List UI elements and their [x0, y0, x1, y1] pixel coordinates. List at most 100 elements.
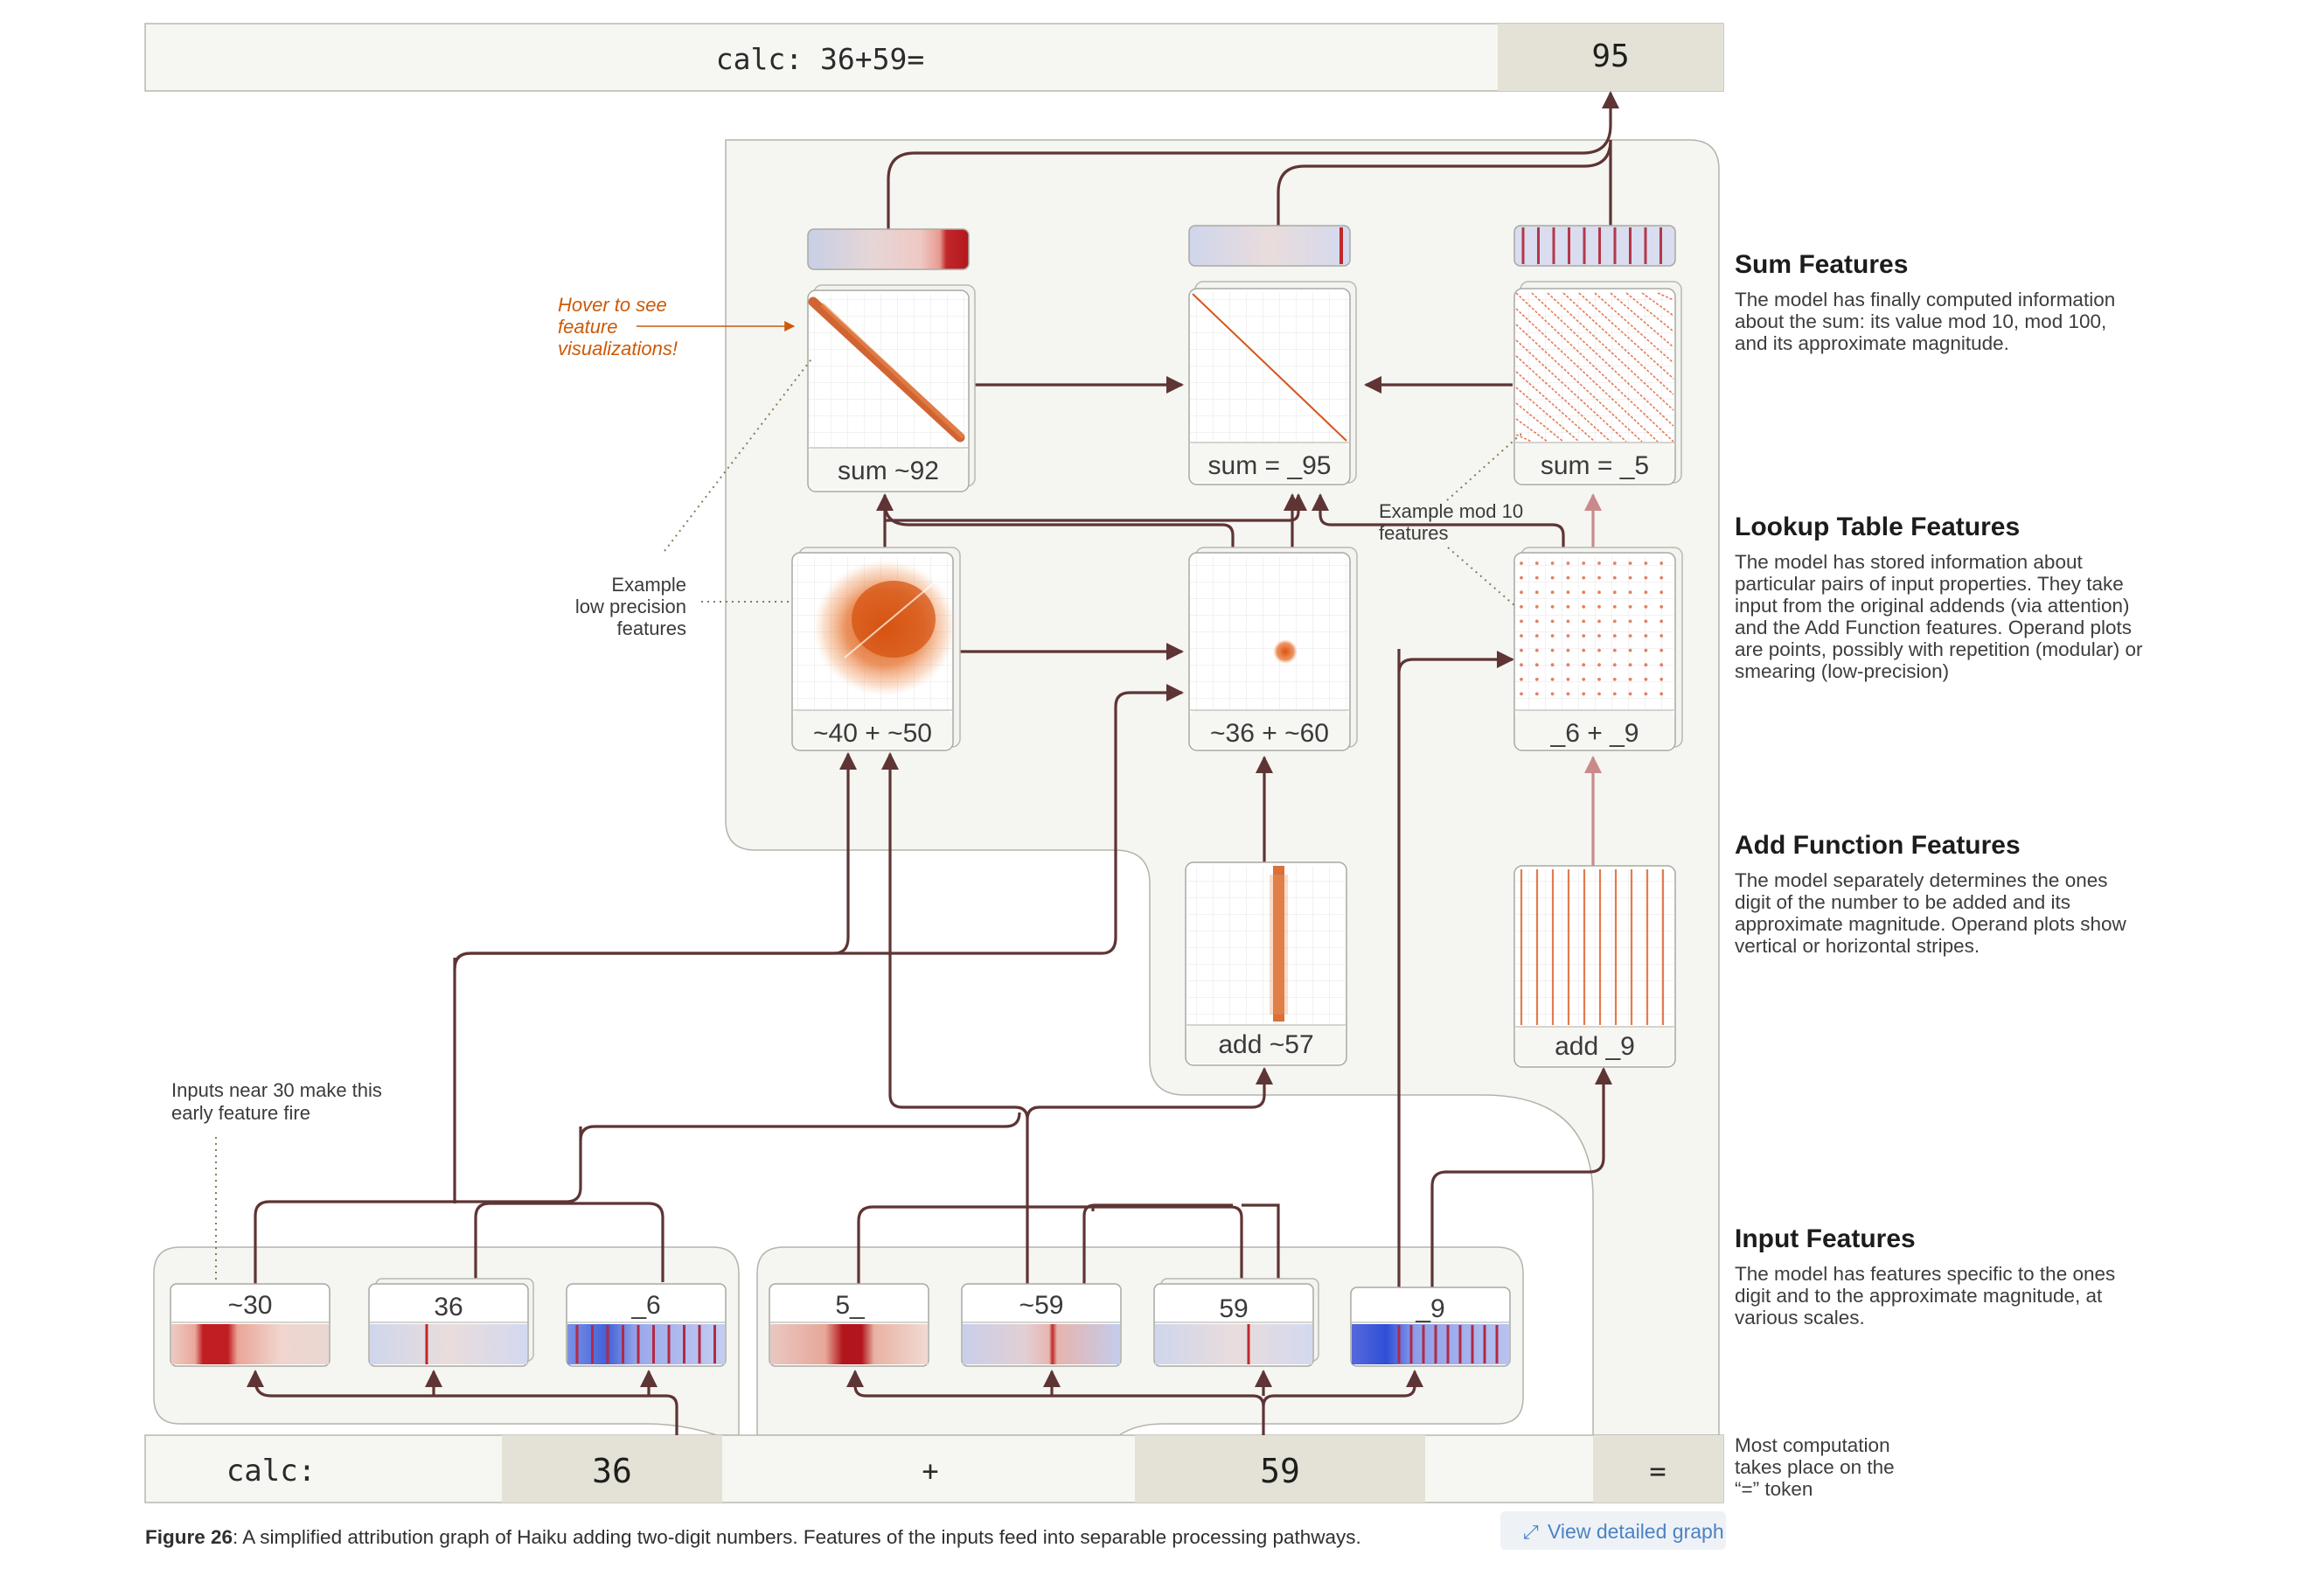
input-feature-approx30[interactable]: ~30: [170, 1283, 331, 1367]
svg-text:feature: feature: [558, 316, 618, 338]
sum-exact-label: sum = _95: [1208, 451, 1332, 480]
lattice-dot: [1550, 677, 1555, 681]
lattice-dot: [1628, 634, 1632, 638]
low-precision-note: Example low precision features: [575, 574, 686, 639]
input-59-label: 59: [1219, 1294, 1248, 1323]
feature-lookup-mod[interactable]: _6 + _9: [1513, 547, 1683, 751]
lattice-dot: [1534, 663, 1539, 667]
lattice-dot: [1597, 575, 1601, 580]
svg-text:vertical or horizontal stripes: vertical or horizontal stripes.: [1735, 935, 1980, 957]
lattice-dot: [1612, 648, 1617, 652]
svg-text:about the sum: its value mod 1: about the sum: its value mod 10, mod 100…: [1735, 310, 2106, 332]
lattice-dot: [1660, 692, 1664, 696]
edges: [247, 91, 1619, 1435]
svg-text:features: features: [1379, 522, 1449, 544]
section-lookup-features: Lookup Table Features The model has stor…: [1735, 513, 2143, 682]
svg-text:Most computation: Most computation: [1735, 1434, 1890, 1456]
feature-add-mod[interactable]: add _9: [1513, 865, 1676, 1068]
feature-add-approx[interactable]: add ~57: [1185, 861, 1347, 1066]
lattice-dot: [1534, 590, 1539, 595]
mod10-note: Example mod 10 features: [1379, 500, 1523, 544]
lattice-dot: [1582, 677, 1586, 681]
svg-text:“=” token: “=” token: [1735, 1478, 1813, 1500]
lattice-dot: [1582, 648, 1586, 652]
input-feature-ones6[interactable]: _6: [566, 1283, 727, 1367]
lattice-dot: [1597, 692, 1601, 696]
svg-text:and the Add Function features.: and the Add Function features. Operand p…: [1735, 617, 2132, 638]
diagonal-line: [1610, 292, 1674, 348]
svg-text:The model has finally computed: The model has finally computed informati…: [1735, 289, 2115, 310]
lattice-dot: [1534, 575, 1539, 580]
lattice-dot: [1582, 634, 1586, 638]
feature-sum-mod10[interactable]: sum = _5: [1513, 225, 1682, 485]
lattice-dot: [1597, 619, 1601, 624]
mod10-stripes: [1521, 227, 1662, 264]
lattice-dot: [1566, 634, 1570, 638]
lattice-dot: [1566, 561, 1570, 565]
input-tens5-label: 5_: [835, 1291, 866, 1320]
lattice-dot: [1582, 575, 1586, 580]
lattice-dot: [1612, 692, 1617, 696]
lattice-dot: [1612, 575, 1617, 580]
addend-token-panel: [756, 1246, 1524, 1436]
lattice-dot: [1520, 590, 1523, 595]
svg-text:smearing (low-precision): smearing (low-precision): [1735, 660, 1949, 682]
lattice-dot: [1644, 663, 1648, 667]
diagonal-line: [1515, 418, 1548, 443]
figure-caption: Figure 26: A simplified attribution grap…: [145, 1526, 1361, 1548]
lattice-dot: [1660, 677, 1664, 681]
lattice-dot: [1612, 634, 1617, 638]
diagonal-line: [1562, 292, 1674, 395]
lattice-dot: [1566, 575, 1570, 580]
input-feature-tens5[interactable]: 5_: [769, 1283, 929, 1367]
lattice-dot: [1566, 663, 1570, 667]
lattice-dot: [1534, 677, 1539, 681]
diagonal-line: [1515, 292, 1674, 443]
diagonal-line: [1515, 324, 1643, 443]
feature-lookup-low[interactable]: ~40 + ~50: [791, 547, 961, 751]
mod-dot-lattice: [1520, 561, 1664, 696]
svg-text:digit of the number to be adde: digit of the number to be added and its: [1735, 891, 2070, 913]
token-59: 59: [1260, 1452, 1300, 1490]
lattice-dot: [1644, 590, 1648, 595]
view-detailed-graph-label: View detailed graph: [1548, 1520, 1724, 1543]
lattice-dot: [1644, 692, 1648, 696]
lattice-dot: [1534, 692, 1539, 696]
svg-text:visualizations!: visualizations!: [558, 338, 678, 359]
lattice-dot: [1566, 648, 1570, 652]
diagonal-line: [1515, 402, 1564, 443]
lattice-dot: [1520, 648, 1523, 652]
input-feature-59[interactable]: 59: [1153, 1278, 1319, 1367]
lattice-dot: [1582, 619, 1586, 624]
lattice-dot: [1612, 677, 1617, 681]
section-input-features: Input Features The model has features sp…: [1735, 1224, 2115, 1328]
lattice-dot: [1534, 561, 1539, 565]
diagonal-line: [1515, 434, 1533, 443]
lattice-dot: [1628, 604, 1632, 609]
diagonal-line: [1625, 292, 1674, 332]
figure-caption-text: : A simplified attribution graph of Haik…: [233, 1526, 1361, 1548]
lattice-dot: [1597, 634, 1601, 638]
view-detailed-graph-link[interactable]: ⤢ View detailed graph: [1500, 1511, 1726, 1550]
diagonal-line: [1515, 339, 1627, 443]
lattice-dot: [1520, 677, 1523, 681]
lattice-dot: [1566, 677, 1570, 681]
svg-text:takes place on the: takes place on the: [1735, 1456, 1895, 1478]
input-feature-approx59[interactable]: ~59: [961, 1283, 1122, 1367]
lattice-dot: [1582, 663, 1586, 667]
lattice-dot: [1566, 619, 1570, 624]
token-plus: +: [922, 1454, 938, 1488]
input-feature-36[interactable]: 36: [368, 1278, 534, 1367]
diagonal-line: [1515, 387, 1580, 443]
lattice-dot: [1534, 634, 1539, 638]
feature-sum-approx[interactable]: sum ~92: [807, 228, 976, 492]
feature-lookup-mid[interactable]: ~36 + ~60: [1188, 547, 1358, 751]
lattice-dot: [1534, 619, 1539, 624]
lattice-dot: [1628, 692, 1632, 696]
lattice-dot: [1597, 663, 1601, 667]
feature-sum-exact[interactable]: sum = _95: [1188, 225, 1357, 485]
section-add-features: Add Function Features The model separate…: [1735, 831, 2127, 957]
lattice-dot: [1597, 604, 1601, 609]
svg-text:Inputs near 30 make this: Inputs near 30 make this: [171, 1079, 382, 1101]
input-feature-ones9[interactable]: _9: [1350, 1287, 1511, 1367]
